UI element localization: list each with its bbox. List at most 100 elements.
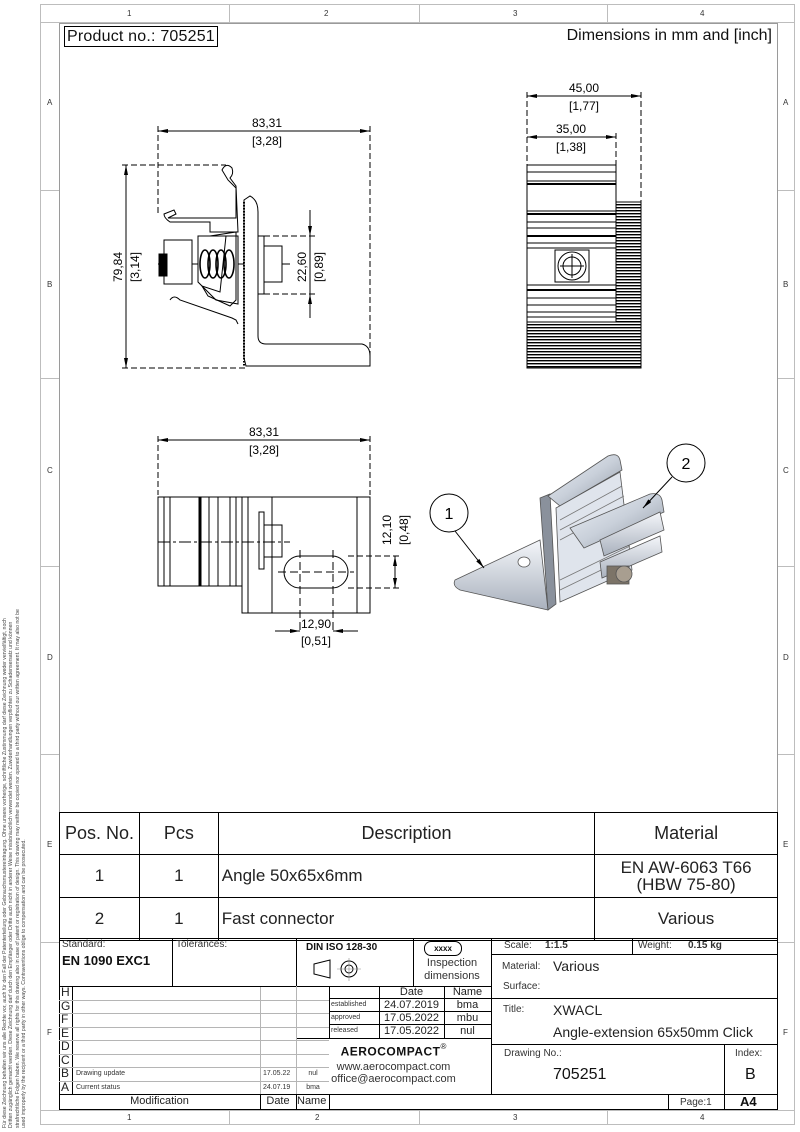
tb-rule [260,1094,261,1110]
angle-top [241,496,371,614]
tb-rule [444,986,445,1038]
end-view [526,92,642,369]
bolt-circle [557,251,587,281]
approval-date: 17.05.2022 [383,1025,440,1037]
sheet-border [40,4,795,1125]
tb-rule [379,986,380,1038]
revision-date: 17.05.22 [263,1070,291,1077]
weight-value: 0.15 kg [688,940,722,951]
registered-mark: ® [440,1042,447,1051]
bom-material-line: (HBW 75-80) [636,875,736,894]
balloon-1 [429,493,485,569]
material-value: Various [553,958,600,974]
inspection-line: dimensions [424,970,480,982]
fast-connector-rail [569,493,665,549]
dim-end-inner: 35,00 [556,122,586,136]
name-header: Name [452,986,483,998]
zone-label-col: 4 [700,9,705,18]
approval-name: mbu [456,1012,479,1024]
balloon-1-label: 1 [445,506,454,523]
zone-divider [419,1110,420,1125]
zone-divider [607,4,608,23]
rev-date-header: Date [266,1095,290,1107]
dim-side-width-inch: [3,28] [252,134,282,148]
angle-base-plate [453,539,549,611]
surface-label: Surface: [503,981,541,992]
revision-text: Drawing update [76,1070,126,1077]
bolt-head-iso [615,565,633,583]
tb-rule [632,938,633,954]
zone-label-col: 1 [127,1113,132,1122]
approval-date: 17.05.2022 [383,1012,440,1024]
bom-material-line: EN AW-6063 T66 [620,858,752,877]
zone-label-row: B [47,280,53,289]
bom-pos: 1 [59,854,140,898]
bom-pcs: 1 [138,897,219,941]
zone-divider [40,754,59,755]
approval-label: released [331,1027,358,1034]
connector-profile [163,164,239,233]
revision-letter: F [61,1012,69,1026]
bom-pcs: 1 [138,854,219,898]
zone-label-col: 3 [513,1113,518,1122]
drawing-no-label: Drawing No.: [504,1048,562,1059]
isometric-view [453,454,665,611]
dim-slot-offset: 12,10 [380,515,394,545]
bom-header-row: Pos. No. Pcs Description Material [59,812,778,855]
balloon-2-label: 2 [682,456,691,473]
spring-icon [199,249,235,279]
approval-date: 24.07.2019 [383,999,440,1011]
dim-end-outer-inch: [1,77] [569,99,599,113]
zone-rule-top [40,22,795,23]
scale-value: 1:1.5 [545,940,568,951]
tb-rule [172,938,173,986]
title-line-1: XWACL [553,1002,603,1018]
bom-description: Angle 50x65x6mm [217,854,596,898]
dim-top-width: 83,31 [249,425,279,439]
zone-divider [40,566,59,567]
tb-rule [59,1094,296,1095]
zone-label-row: E [47,840,53,849]
tb-rule [296,986,297,1094]
side-view [122,126,371,369]
material-label: Material: [502,961,541,972]
zone-label-row: B [783,280,789,289]
bom-row: 1 1 Angle 50x65x6mm EN AW-6063 T66 (HBW … [59,854,778,898]
zone-divider [778,754,795,755]
tb-rule [724,1044,725,1110]
inspection-line: Inspection [426,957,478,969]
zone-divider [40,942,59,943]
revision-date: 24.07.19 [263,1083,291,1091]
projection-symbol-icon [313,958,361,981]
bom-material: EN AW-6063 T66 (HBW 75-80) [594,854,778,898]
approval-name: bma [456,999,479,1011]
company-email: office@aerocompact.com [331,1073,456,1086]
bom-header-pos: Pos. No. [59,812,140,855]
dim-slot-width-inch: [0,51] [301,634,331,648]
zone-divider [607,1110,608,1125]
zone-divider [40,378,59,379]
zone-label-row: C [783,466,789,475]
bill-of-materials: Pos. No. Pcs Description Material 1 1 An… [59,812,778,941]
dim-bolt-spacing-inch: [0,89] [312,252,326,282]
dim-bolt-spacing: 22,60 [295,252,309,282]
dim-slot-offset-inch: [0,48] [397,515,411,545]
zone-rule-bottom [40,1110,795,1111]
bolt-head [263,245,283,283]
revision-letter: C [61,1052,70,1067]
approval-label: approved [331,1014,361,1021]
zone-label-row: F [783,1028,788,1037]
drawing-number: 705251 [553,1066,607,1083]
zone-label-row: D [47,653,53,662]
zone-label-col: 4 [700,1113,705,1122]
zone-divider [778,566,795,567]
tb-rule [59,1067,329,1068]
dim-slot-width: 12,90 [301,617,331,631]
tb-rule [491,938,492,1094]
sheet-format: A4 [740,1094,757,1109]
tb-rule [59,1026,329,1028]
zone-divider [229,4,230,23]
zone-label-col: 1 [127,9,132,18]
drawing-views: 83,31 [3,28] 79,84 [3,14] 22,60 [0,89] 4… [111,81,706,648]
title-label: Title: [503,1004,525,1015]
